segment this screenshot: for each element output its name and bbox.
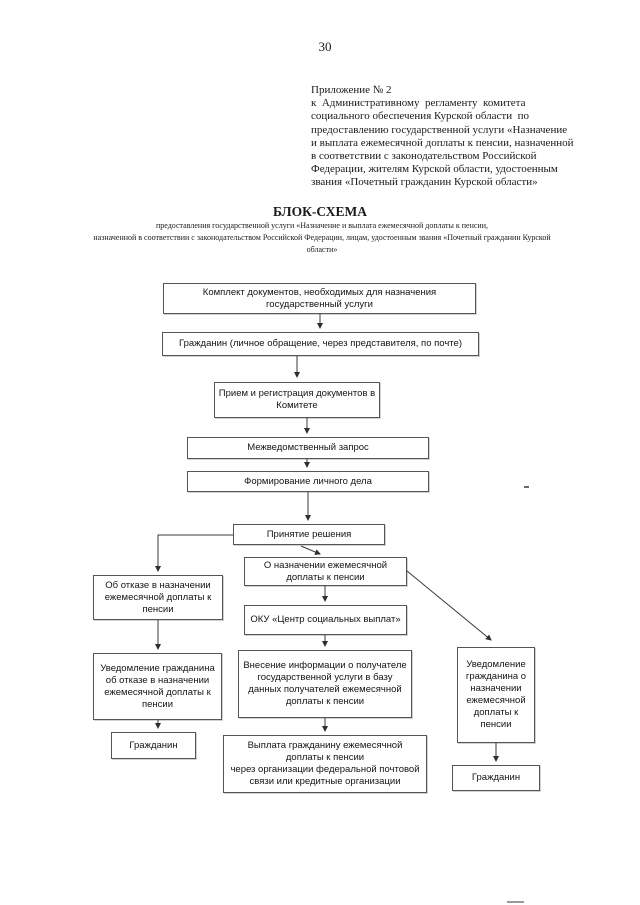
annex-line: Федерации, жителям Курской области, удос… (311, 163, 558, 176)
flow-node-refusal-decision: Об отказе в назначении ежемесячной допла… (93, 575, 223, 620)
flow-node-oku-center: ОКУ «Центр социальных выплат» (244, 605, 407, 635)
subtitle-line: области» (306, 245, 338, 254)
page-number: 30 (318, 39, 332, 54)
arrow-decision-to-refusal (155, 534, 233, 572)
annex-line: к Административному регламенту комитета (311, 97, 526, 110)
scan-artifact-dot (524, 486, 529, 488)
flow-node-payment: Выплата гражданину ежемесячной доплаты к… (223, 735, 427, 793)
flow-node-documents-set: Комплект документов, необходимых для наз… (163, 283, 476, 314)
document-subtitle: предоставления государственной услуги «Н… (0, 220, 640, 256)
flow-node-reception-registration: Прием и регистрация документов в Комитет… (214, 382, 380, 418)
annex-line: и выплата ежемесячной доплаты к пенсии, … (311, 136, 574, 149)
subtitle-line: назначенной в соответствии с законодател… (93, 233, 551, 242)
flow-node-database-entry: Внесение информации о получателе государ… (238, 650, 412, 718)
arrow-decision-to-assignment (300, 545, 321, 555)
subtitle-line: предоставления государственной услуги «Н… (156, 221, 488, 230)
scan-artifact-bottom-dash (507, 901, 524, 903)
annex-line: звания «Почетный гражданин Курской облас… (311, 176, 538, 189)
document-title: БЛОК-СХЕМА (272, 204, 368, 219)
flow-node-refusal-notice: Уведомление гражданина об отказе в назна… (93, 653, 222, 720)
flow-node-citizen-application: Гражданин (личное обращение, через предс… (162, 332, 479, 356)
annex-line: в соответствии с законодательством Росси… (311, 150, 537, 163)
arrow-assignment-to-notice (406, 570, 492, 641)
flow-node-assignment-decision: О назначении ежемесячной доплаты к пенси… (244, 557, 407, 586)
flow-node-citizen-left: Гражданин (111, 732, 196, 759)
annex-line: Приложение № 2 (311, 84, 392, 96)
flow-node-personal-file: Формирование личного дела (187, 471, 429, 492)
annex-line: социального обеспечения Курской области … (311, 110, 529, 123)
flow-node-assignment-notice: Уведомление гражданина о назначении ежем… (457, 647, 535, 743)
flow-node-interagency-request: Межведомственный запрос (187, 437, 429, 459)
flow-node-decision: Принятие решения (233, 524, 385, 545)
annex-line: предоставлению государственной услуги «Н… (311, 123, 568, 136)
annex-header: Приложение № 2 к Административному регла… (311, 84, 596, 190)
flow-node-citizen-right: Гражданин (452, 765, 540, 791)
